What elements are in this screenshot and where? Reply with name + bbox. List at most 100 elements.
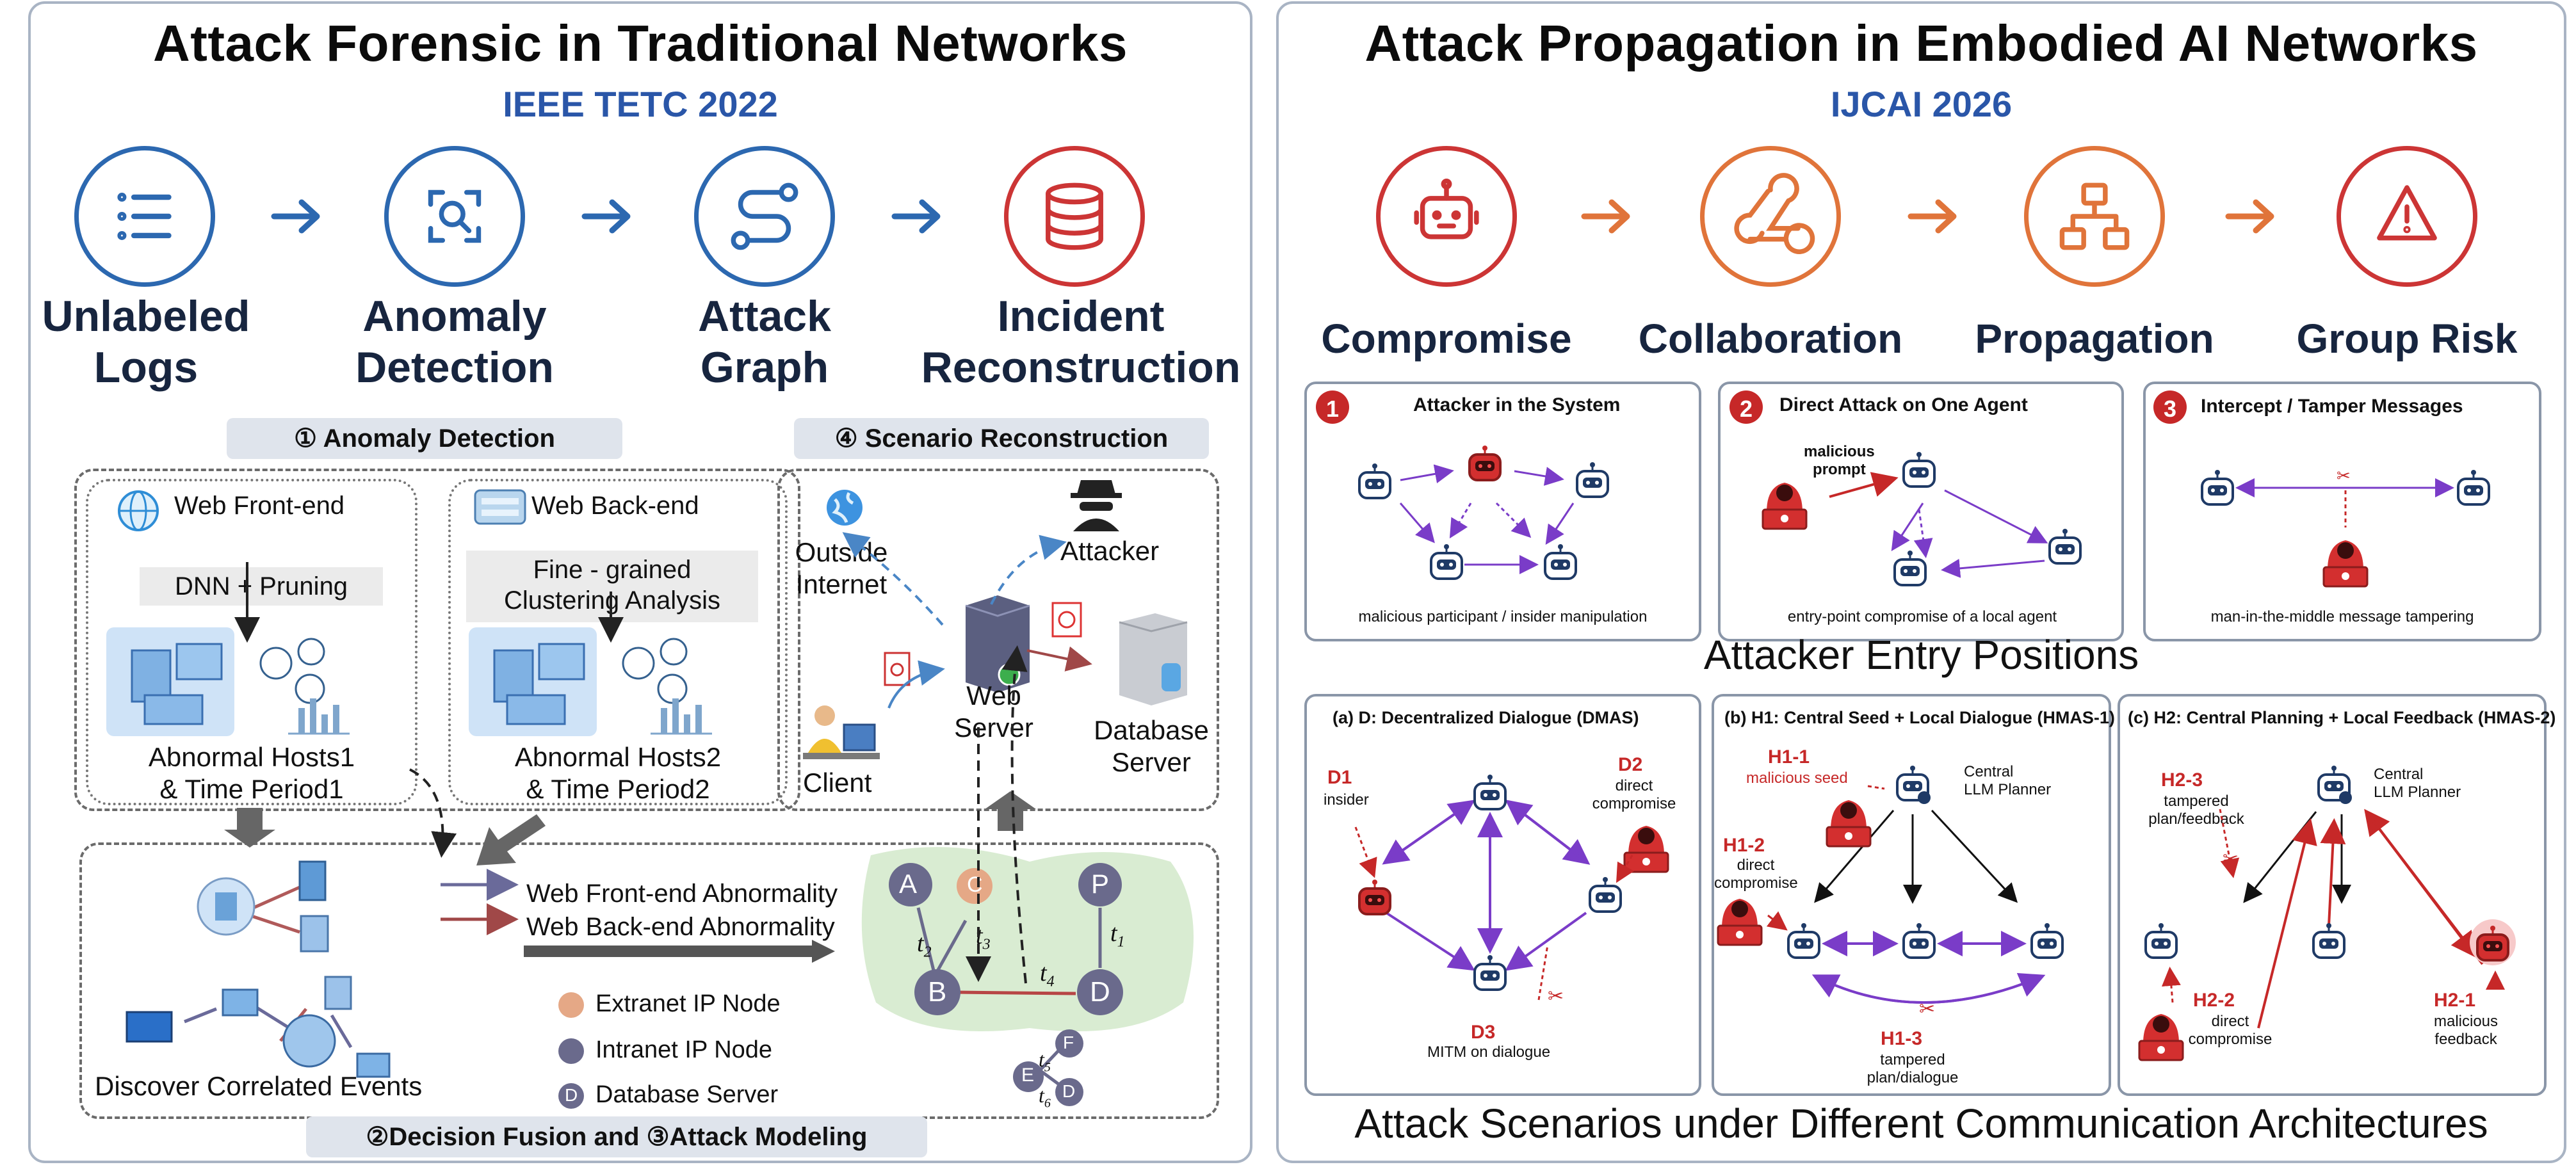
right-title: Attack Propagation in Embodied AI Networ… [1365,15,2478,72]
right-venue: IJCAI 2026 [1830,84,2013,124]
back-end-abnormality: Web Back-end Abnormality [526,913,835,941]
pipeline-label: Collaboration [1638,316,1903,362]
hierarchy-icon [2024,146,2165,287]
entry-card-1 [1304,382,1701,641]
webhook-icon [1700,146,1841,287]
front-end-result: Abnormal Hosts1& Time Period1 [148,742,355,805]
left-venue: IEEE TETC 2022 [503,84,778,124]
card-note: entry-point compromise of a local agent [1787,608,2057,625]
graph-path-icon [694,146,835,287]
graph-node-e: E [1021,1065,1035,1086]
card-number: 2 [1739,396,1753,422]
correlated-events-label: Discover Correlated Events [95,1071,423,1101]
right-diagrams: ✂ ✂ [1354,444,2516,1061]
edge-t1: t1 [1110,920,1125,951]
pipeline-label: Group Risk [2296,316,2518,362]
hosts-illustration [469,627,712,736]
bug-doc-icon [884,652,911,686]
graph-node-a: A [899,869,918,899]
scenarios-caption: Attack Scenarios under Different Communi… [1354,1100,2488,1147]
legend-d-letter: D [565,1085,578,1105]
arrow-right-icon [581,199,631,234]
card-number: 1 [1325,396,1340,422]
svg-text:✂: ✂ [1548,985,1564,1008]
card-title: Intercept / Tamper Messages [2201,396,2463,417]
right-panel: Attack Propagation in Embodied AI Networ… [1276,1,2566,1163]
arrow-right-icon [1581,199,1630,234]
h22-label: H2-2 [2193,990,2235,1011]
h11-label: H1-1 [1768,746,1810,768]
globe-icon [118,490,159,531]
number-badge [1729,390,1763,424]
d3-label: D3 [1471,1022,1496,1043]
card-note: malicious participant / insider manipula… [1358,608,1648,625]
d1-sub: insider [1324,791,1369,809]
h23-label: H2-3 [2161,769,2203,791]
card-title: Direct Attack on One Agent [1779,394,2028,415]
fusion-footer: ②Decision Fusion and ③Attack Modeling [306,1116,927,1157]
svg-text:✂: ✂ [2223,848,2239,871]
pipeline-label: Propagation [1975,316,2214,362]
edge-t4: t4 [1040,960,1055,990]
svg-text:✂: ✂ [1919,998,1935,1020]
h12-label: H1-2 [1723,835,1765,856]
anomaly-detection-header: ① Anomaly Detection [227,418,622,459]
client-icon [803,705,880,759]
scenario-a-title: (a) D: Decentralized Dialogue (DMAS) [1333,708,1639,727]
legend-markers [558,992,584,1109]
card-title: Attacker in the System [1413,394,1621,415]
back-end-box [448,479,788,805]
edge-t6: t6 [1039,1084,1051,1111]
list-icon [74,146,215,287]
web-doc-icon [1051,602,1082,638]
left-title: Attack Forensic in Traditional Networks [152,15,1128,72]
graph-node-f: F [1063,1033,1074,1052]
correlated-events-illustration [126,860,391,1078]
left-panel: Attack Forensic in Traditional Networks … [28,1,1252,1163]
front-end-abnormality: Web Front-end Abnormality [526,880,838,908]
h11-sub: malicious seed [1746,769,1848,787]
graph-node-d: D [1090,976,1110,1008]
robot-icon [1376,146,1517,287]
attack-graph [861,847,1194,1106]
magnifier-icon [384,146,525,287]
legend-database: Database Server [595,1081,779,1108]
number-badge [1316,390,1349,424]
front-end-box [86,479,417,805]
front-end-method: DNN + Pruning [140,567,383,606]
scenario-c-title: (c) H2: Central Planning + Local Feedbac… [2128,708,2556,727]
warning-icon [2337,146,2477,287]
back-end-title: Web Back-end [531,492,699,520]
h21-label: H2-1 [2434,990,2476,1011]
card-note: man-in-the-middle message tampering [2210,608,2474,625]
edge-t2: t2 [917,930,932,961]
attacker-icon [1071,480,1122,531]
legend-extranet: Extranet IP Node [595,990,781,1017]
arrow-right-icon [891,199,941,234]
arrow-right-icon [2225,199,2274,234]
scenario-b-title: (b) H1: Central Seed + Local Dialogue (H… [1724,708,2115,727]
graph-node-b: B [928,976,947,1008]
graph-node-p: P [1091,869,1110,899]
hosts-illustration [106,627,350,736]
attacker-label: Attacker [1060,536,1160,566]
left-connectors [224,532,1092,984]
h13-label: H1-3 [1881,1028,1923,1049]
edge-t5: t5 [1039,1048,1051,1075]
legend-intranet: Intranet IP Node [595,1036,773,1063]
graph-node-c: C [967,873,983,897]
arrow-right-icon [271,199,320,234]
d2-label: D2 [1618,754,1643,775]
